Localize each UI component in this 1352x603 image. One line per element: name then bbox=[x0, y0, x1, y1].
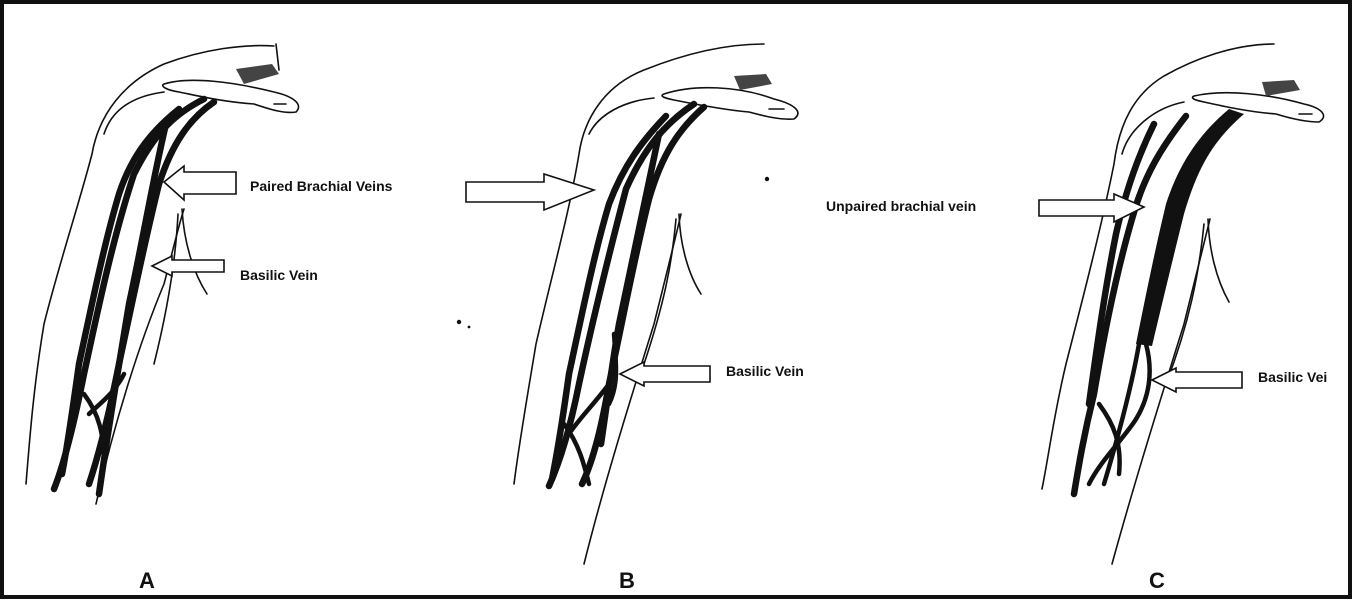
label-unpaired-brachial-vein-c: Unpaired brachial vein bbox=[826, 198, 976, 214]
label-basilic-vein-a: Basilic Vein bbox=[240, 267, 318, 283]
label-basilic-vein-c: Basilic Vei bbox=[1258, 369, 1327, 385]
panel-letter-c: C bbox=[1149, 568, 1165, 593]
label-basilic-vein-b: Basilic Vein bbox=[726, 363, 804, 379]
arm-outline-b bbox=[514, 44, 798, 564]
unpaired-brachial-vein-c bbox=[1074, 109, 1244, 494]
panel-b: Basilic Vein B bbox=[457, 44, 804, 593]
speck bbox=[765, 177, 769, 181]
panel-letter-b: B bbox=[619, 568, 635, 593]
speck bbox=[457, 320, 461, 324]
figure-svg: Paired Brachial Veins Basilic Vein A Ba bbox=[4, 4, 1352, 603]
paired-brachial-veins-a bbox=[54, 99, 214, 494]
muscle-hatch-c bbox=[1262, 80, 1300, 96]
arrow-paired-brachial-a bbox=[164, 166, 236, 200]
brachial-veins-b bbox=[549, 104, 704, 486]
panel-a: Paired Brachial Veins Basilic Vein A bbox=[26, 44, 393, 593]
muscle-hatch-b bbox=[734, 74, 772, 90]
arrow-basilic-b bbox=[620, 362, 710, 386]
arrow-basilic-c bbox=[1152, 368, 1242, 392]
muscle-hatch-a bbox=[236, 64, 279, 84]
arrow-basilic-a bbox=[152, 256, 224, 276]
speck bbox=[468, 326, 471, 329]
panel-letter-a: A bbox=[139, 568, 155, 593]
label-paired-brachial-veins-a: Paired Brachial Veins bbox=[250, 178, 393, 194]
panel-c: Unpaired brachial vein Basilic Vei C bbox=[826, 44, 1327, 593]
